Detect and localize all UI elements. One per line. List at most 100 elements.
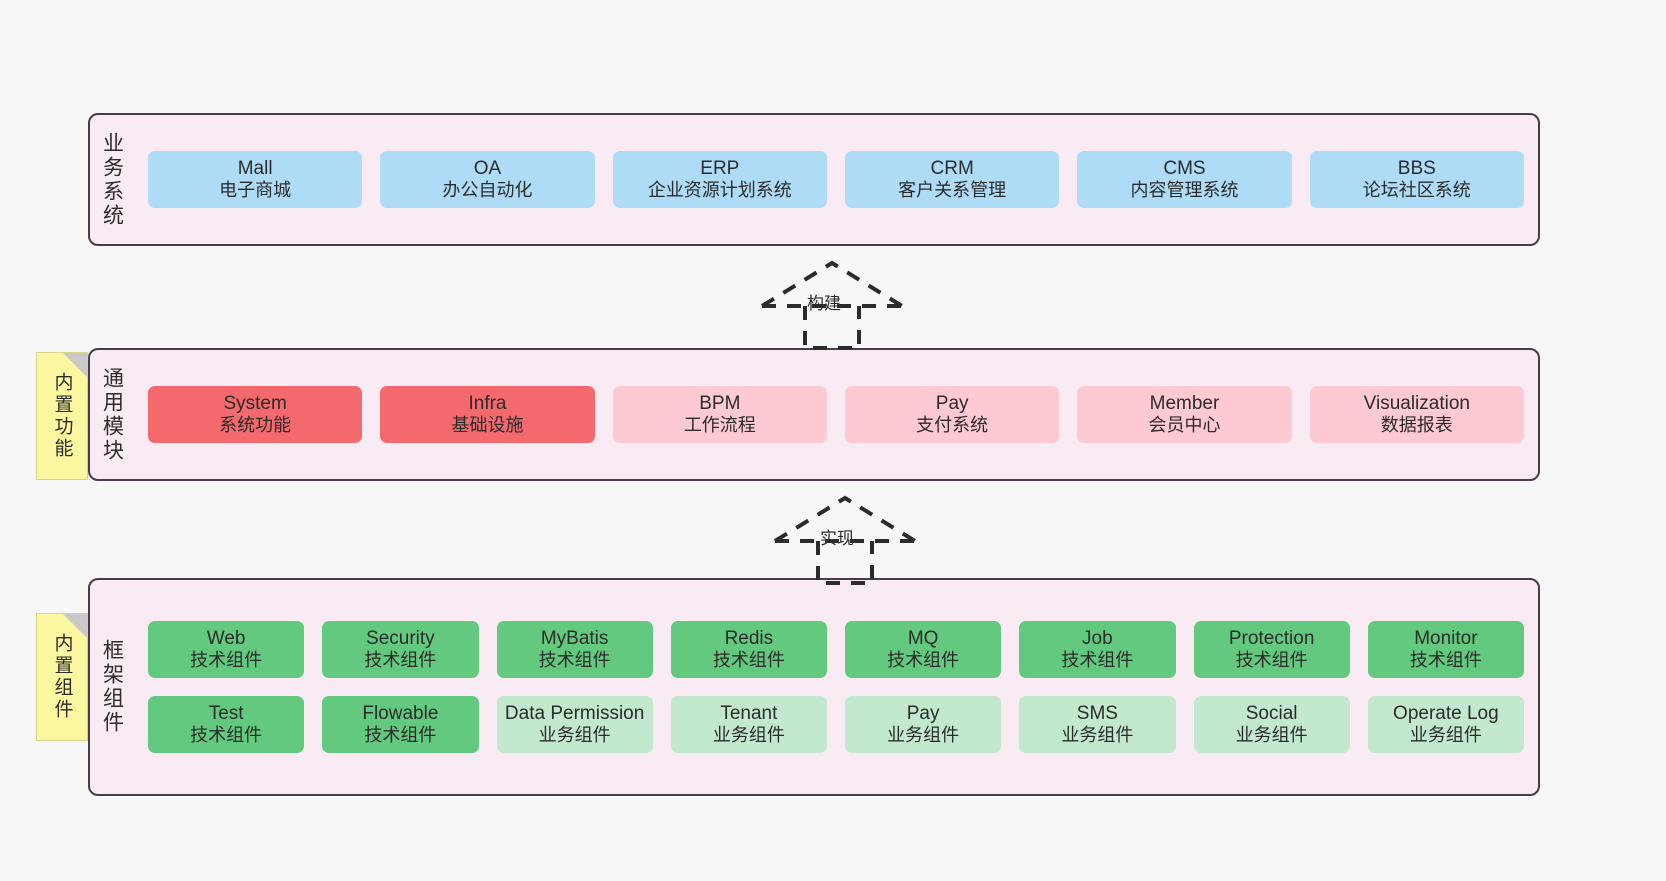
card-pay-module[interactable]: Pay 支付系统 (844, 385, 1060, 444)
card-mq[interactable]: MQ 技术组件 (845, 620, 1002, 678)
card-title: Tenant (720, 703, 778, 724)
card-web[interactable]: Web 技术组件 (148, 620, 305, 678)
card-title: Pay (906, 703, 940, 724)
card-title: Data Permission (504, 703, 645, 724)
note-builtin-component: 内置组件 (36, 613, 88, 741)
card-system[interactable]: System 系统功能 (148, 385, 363, 444)
card-protection[interactable]: Protection 技术组件 (1193, 620, 1350, 678)
card-mybatis[interactable]: MyBatis 技术组件 (496, 620, 653, 678)
card-title: Monitor (1414, 627, 1478, 649)
card-subtitle: 技术组件 (1061, 650, 1134, 671)
layer-label-framework-component: 框架组件 (100, 639, 124, 735)
card-title: ERP (700, 157, 740, 179)
layer-body-business-system: Mall 电子商城 OA 办公自动化 ERP 企业资源计划系统 CRM 客户关系… (134, 115, 1538, 244)
card-subtitle: 业务组件 (1235, 725, 1308, 746)
card-title: Job (1082, 627, 1113, 649)
card-operate-log[interactable]: Operate Log 业务组件 (1367, 696, 1524, 754)
card-subtitle: 客户关系管理 (898, 180, 1007, 201)
connector-implement: 实现 (770, 493, 920, 585)
card-job[interactable]: Job 技术组件 (1019, 620, 1176, 678)
card-title: Pay (935, 392, 969, 414)
card-title: Member (1149, 392, 1220, 414)
card-title: BBS (1397, 157, 1436, 179)
card-subtitle: 技术组件 (190, 650, 263, 671)
card-subtitle: 办公自动化 (442, 180, 533, 201)
card-subtitle: 技术组件 (364, 725, 437, 746)
card-monitor[interactable]: Monitor 技术组件 (1367, 620, 1524, 678)
card-erp[interactable]: ERP 企业资源计划系统 (612, 150, 827, 209)
card-infra[interactable]: Infra 基础设施 (380, 385, 595, 444)
card-subtitle: 会员中心 (1148, 415, 1221, 436)
card-row: System 系统功能 Infra 基础设施 BPM 工作流程 Pay 支付系统… (148, 385, 1524, 444)
card-subtitle: 内容管理系统 (1130, 180, 1239, 201)
card-title: Security (366, 627, 435, 649)
card-title: Redis (724, 627, 774, 649)
card-sms[interactable]: SMS 业务组件 (1019, 696, 1176, 754)
card-subtitle: 技术组件 (364, 650, 437, 671)
card-subtitle: 技术组件 (1235, 650, 1308, 671)
card-subtitle: 技术组件 (712, 650, 785, 671)
card-subtitle: 支付系统 (916, 415, 989, 436)
card-subtitle: 业务组件 (1409, 725, 1482, 746)
card-oa[interactable]: OA 办公自动化 (380, 150, 595, 209)
card-pay-component[interactable]: Pay 业务组件 (845, 696, 1002, 754)
card-title: Web (206, 627, 246, 649)
card-data-permission[interactable]: Data Permission 业务组件 (496, 696, 653, 754)
card-member[interactable]: Member 会员中心 (1077, 385, 1292, 444)
card-social[interactable]: Social 业务组件 (1193, 696, 1350, 754)
card-subtitle: 业务组件 (1061, 725, 1134, 746)
card-subtitle: 系统功能 (219, 415, 292, 436)
card-title: Operate Log (1393, 703, 1499, 724)
layer-body-common-module: System 系统功能 Infra 基础设施 BPM 工作流程 Pay 支付系统… (134, 350, 1538, 479)
card-subtitle: 技术组件 (1409, 650, 1482, 671)
card-test[interactable]: Test 技术组件 (148, 696, 305, 754)
note-label: 内置组件 (51, 633, 73, 721)
card-title: OA (473, 157, 502, 179)
connector-build: 构建 (757, 258, 907, 350)
card-security[interactable]: Security 技术组件 (322, 620, 479, 678)
card-mall[interactable]: Mall 电子商城 (148, 150, 363, 209)
layer-business-system: 业务系统 Mall 电子商城 OA 办公自动化 ERP 企业资源计划系统 CRM… (88, 113, 1540, 246)
layer-framework-component: 框架组件 Web 技术组件 Security 技术组件 MyBatis 技术组件… (88, 578, 1540, 796)
card-title: CRM (930, 157, 974, 179)
card-row: Test 技术组件 Flowable 技术组件 Data Permission … (148, 696, 1524, 754)
card-title: Mall (237, 157, 273, 179)
card-subtitle: 业务组件 (887, 725, 960, 746)
card-title: Infra (468, 392, 507, 414)
card-title: System (223, 392, 287, 414)
card-title: MQ (907, 627, 939, 649)
card-title: MyBatis (540, 627, 609, 649)
card-bbs[interactable]: BBS 论坛社区系统 (1309, 150, 1524, 209)
card-subtitle: 业务组件 (538, 725, 611, 746)
card-tenant[interactable]: Tenant 业务组件 (670, 696, 827, 754)
card-subtitle: 技术组件 (887, 650, 960, 671)
card-title: CMS (1163, 157, 1206, 179)
card-subtitle: 业务组件 (712, 725, 785, 746)
card-cms[interactable]: CMS 内容管理系统 (1077, 150, 1292, 209)
card-redis[interactable]: Redis 技术组件 (670, 620, 827, 678)
card-title: Protection (1228, 627, 1315, 649)
card-row: Mall 电子商城 OA 办公自动化 ERP 企业资源计划系统 CRM 客户关系… (148, 150, 1524, 209)
card-title: SMS (1076, 703, 1118, 724)
card-bpm[interactable]: BPM 工作流程 (612, 385, 827, 444)
note-builtin-function: 内置功能 (36, 352, 88, 480)
connector-label-implement: 实现 (820, 529, 854, 548)
card-crm[interactable]: CRM 客户关系管理 (844, 150, 1060, 209)
layer-label-business-system: 业务系统 (100, 131, 124, 228)
note-fold-icon (63, 353, 87, 377)
card-subtitle: 技术组件 (538, 650, 611, 671)
card-title: Social (1245, 703, 1298, 724)
layer-common-module: 通用模块 System 系统功能 Infra 基础设施 BPM 工作流程 Pay… (88, 348, 1540, 481)
card-title: Test (208, 703, 244, 724)
card-visualization[interactable]: Visualization 数据报表 (1309, 385, 1524, 444)
card-flowable[interactable]: Flowable 技术组件 (322, 696, 479, 754)
layer-label-common-module: 通用模块 (100, 366, 124, 463)
note-fold-icon (63, 614, 87, 638)
layer-body-framework-component: Web 技术组件 Security 技术组件 MyBatis 技术组件 Redi… (134, 580, 1538, 794)
card-subtitle: 数据报表 (1380, 415, 1453, 436)
card-subtitle: 电子商城 (219, 180, 292, 201)
card-subtitle: 企业资源计划系统 (647, 180, 792, 201)
connector-label-build: 构建 (807, 294, 841, 313)
card-subtitle: 工作流程 (683, 415, 756, 436)
